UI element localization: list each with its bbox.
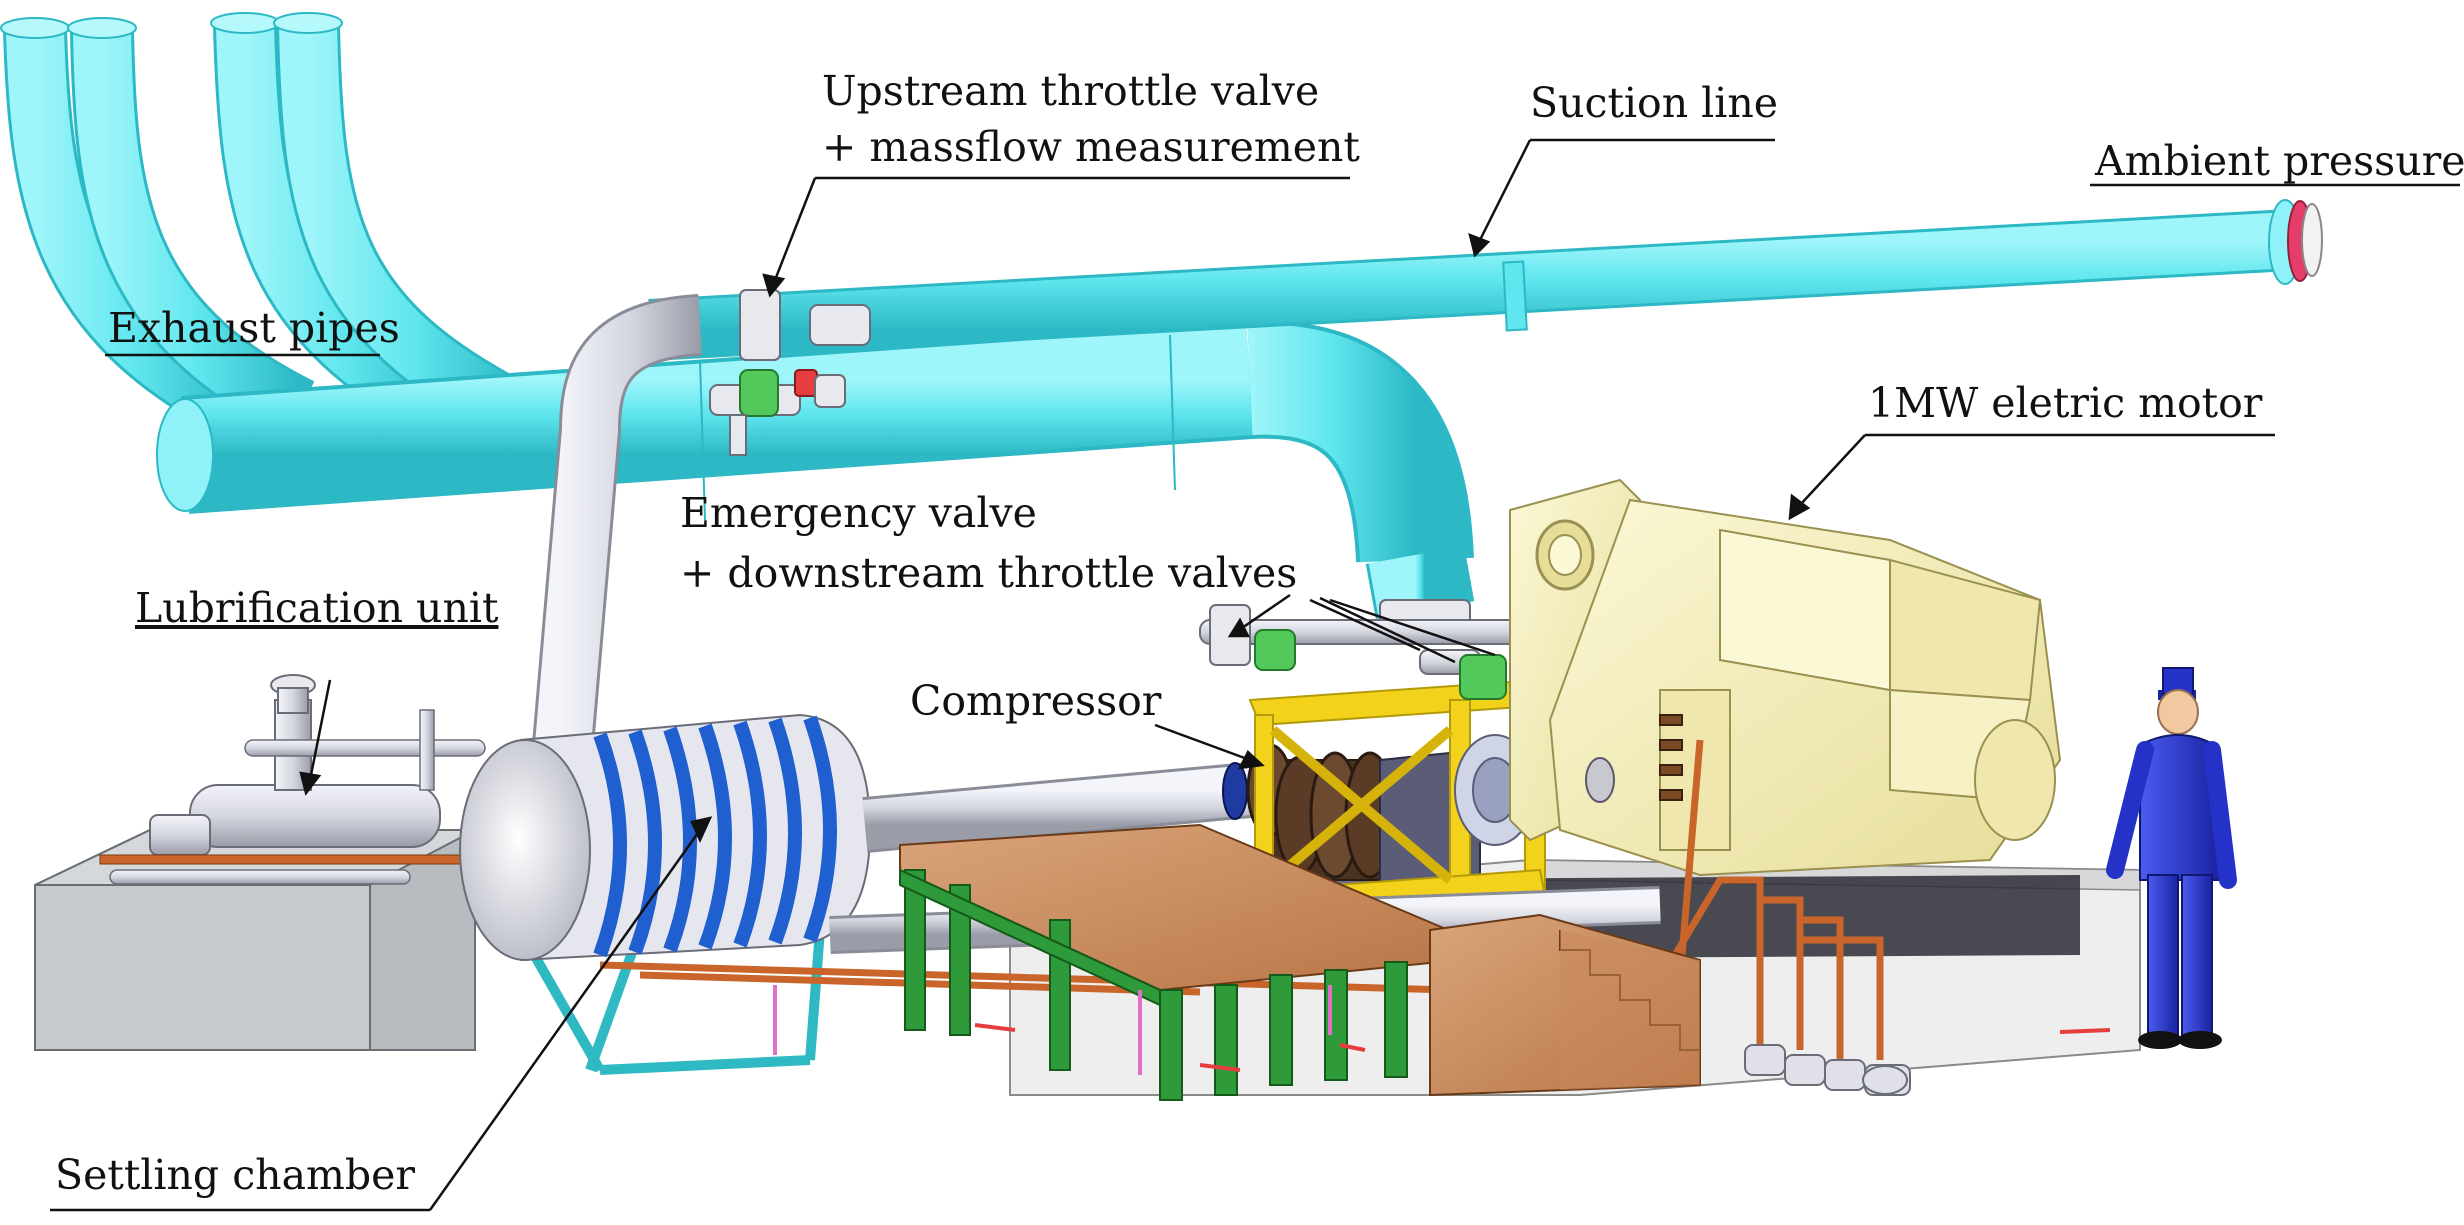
electric-motor [1509, 478, 2062, 877]
lubrication-unit [34, 674, 486, 1051]
settling-chamber [459, 713, 1253, 1075]
upstream-throttle-valve [709, 289, 871, 456]
suction-line [648, 199, 2323, 361]
floor-markers [974, 1023, 2111, 1072]
label-suction-line: Suction line [1530, 79, 1779, 127]
instrument-stand [899, 823, 1463, 1101]
label-downstream-throttle-valves: + downstream throttle valves [680, 549, 1298, 597]
label-exhaust-pipes: Exhaust pipes [108, 304, 400, 352]
label-compressor: Compressor [910, 677, 1162, 725]
label-upstream-throttle-valve: Upstream throttle valve [822, 67, 1320, 115]
stairs [1429, 913, 1701, 1097]
leader-lines [50, 138, 2460, 1212]
human-figure [2106, 667, 2237, 1049]
exhaust-collector [156, 320, 1475, 619]
magenta-supports [773, 985, 1332, 1075]
label-lubrification-unit: Lubrification unit [135, 584, 499, 632]
label-settling-chamber: Settling chamber [55, 1151, 416, 1199]
label-ambient-pressure: Ambient pressure [2095, 137, 2464, 185]
label-emergency-valve: Emergency valve [680, 489, 1037, 537]
exhaust-pipes [0, 12, 535, 444]
label-electric-motor: 1MW eletric motor [1868, 379, 2263, 427]
label-massflow-measurement: + massflow measurement [822, 123, 1360, 171]
floor-pumps [1744, 1044, 1911, 1096]
suction-riser [529, 294, 703, 783]
